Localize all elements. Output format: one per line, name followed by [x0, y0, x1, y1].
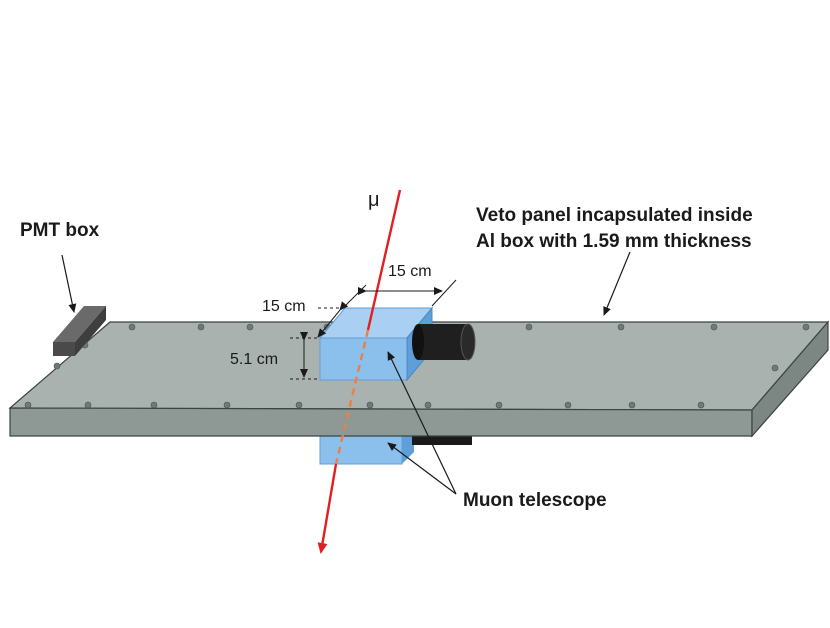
pmt-box-pointer: [61, 254, 77, 313]
bolt-icon: [495, 401, 503, 409]
bolt-icon: [197, 323, 205, 331]
bottom-pmt-icon: [412, 436, 472, 445]
dimension-width: [344, 279, 457, 307]
bolt-icon: [366, 401, 374, 409]
top-pmt-cylinder: [412, 323, 476, 361]
pmt-box: [53, 306, 106, 356]
bolt-icon: [24, 401, 32, 409]
dimension-depth-label: 15 cm: [262, 298, 306, 315]
dimension-height: [290, 332, 320, 380]
bolt-icon: [223, 401, 231, 409]
bolt-icon: [525, 323, 533, 331]
bolt-icon: [564, 401, 572, 409]
dimension-height-label: 5.1 cm: [230, 351, 278, 368]
bolt-icon: [150, 401, 158, 409]
bolt-icon: [802, 323, 810, 331]
panel-side-face: [751, 320, 829, 438]
dimension-depth: [317, 301, 349, 338]
bolt-icon: [771, 364, 779, 372]
bolt-icon: [617, 323, 625, 331]
muon-symbol-label: μ: [368, 189, 380, 211]
muon-telescope-label: Muon telescope: [463, 490, 607, 511]
bolt-icon: [128, 323, 136, 331]
muon-telescope-pointers: [387, 351, 457, 495]
bolt-icon: [628, 401, 636, 409]
dimension-width-label: 15 cm: [388, 263, 432, 280]
bolt-icon: [424, 401, 432, 409]
veto-pointer: [603, 251, 631, 316]
bolt-icon: [246, 323, 254, 331]
muon-track: [317, 189, 402, 554]
bolt-icon: [697, 401, 705, 409]
veto-panel-label-line1: Veto panel incapsulated inside: [476, 205, 753, 226]
bolt-icon: [84, 401, 92, 409]
veto-panel-label-line2: Al box with 1.59 mm thickness: [476, 231, 752, 252]
bolt-icon: [295, 401, 303, 409]
bolt-icon: [710, 323, 718, 331]
bolt-icon: [53, 362, 61, 370]
pmt-box-label: PMT box: [20, 220, 100, 241]
panel-front-face: [9, 407, 753, 437]
